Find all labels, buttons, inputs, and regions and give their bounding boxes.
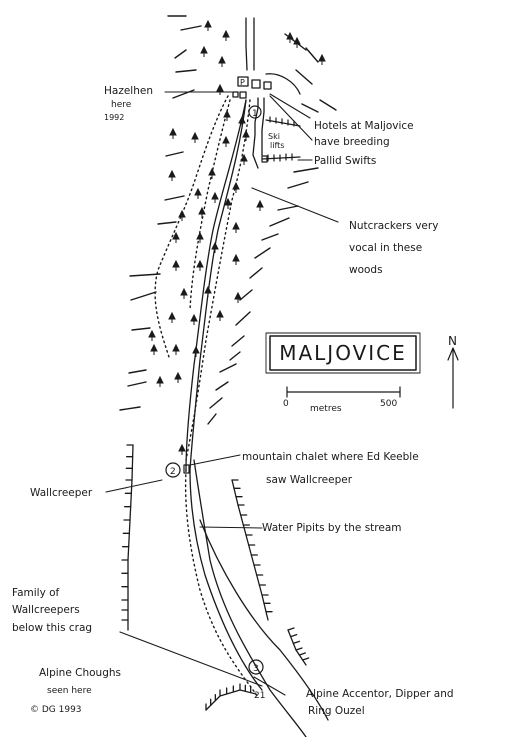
tree-icon xyxy=(204,19,212,31)
marker-3: 3 xyxy=(248,659,264,675)
marker-1: 1 xyxy=(248,105,262,119)
choughs-label-1: Alpine Choughs xyxy=(39,667,121,679)
hotels-label-3: Pallid Swifts xyxy=(314,155,376,167)
svg-text:2: 2 xyxy=(170,467,176,477)
nutcrackers-label-3: woods xyxy=(349,264,383,276)
title-box: MALJOVICE xyxy=(265,332,421,374)
tree-icon xyxy=(286,31,294,43)
tree-icon xyxy=(216,83,224,95)
crag-lines xyxy=(121,444,310,711)
tree-icon xyxy=(232,181,240,193)
tree-icon xyxy=(178,209,186,221)
chalet-label-1: mountain chalet where Ed Keeble xyxy=(242,451,419,463)
chalet-label-2: saw Wallcreeper xyxy=(266,474,353,486)
tree-icon xyxy=(148,329,156,341)
tree-icon xyxy=(222,135,230,147)
tree-icon xyxy=(191,131,199,143)
nutcrackers-label-2: vocal in these xyxy=(349,242,422,254)
footpaths xyxy=(154,95,259,699)
tree-icon xyxy=(216,309,224,321)
scale-end: 500 xyxy=(380,399,397,409)
tree-icon xyxy=(224,197,232,209)
tree-icon xyxy=(172,231,180,243)
tree-icon xyxy=(223,109,231,121)
family-label-3: below this crag xyxy=(12,622,92,634)
tree-icon xyxy=(172,343,180,355)
valley-lines xyxy=(185,99,329,737)
access-road xyxy=(245,17,255,71)
marker-2: 2 xyxy=(165,462,190,478)
tree-icon xyxy=(168,311,176,323)
scale-unit: metres xyxy=(310,404,342,414)
tree-icon xyxy=(172,259,180,271)
tree-icon xyxy=(169,127,177,139)
choughs-label-2: seen here xyxy=(47,686,92,696)
tree-icon xyxy=(240,153,248,165)
tree-icon xyxy=(194,187,202,199)
hazelhen-label-1: Hazelhen xyxy=(104,85,153,97)
page-number: 21 xyxy=(254,691,265,701)
map-title: MALJOVICE xyxy=(279,341,407,365)
tree-icon xyxy=(293,36,301,48)
ski-label-2: lifts xyxy=(270,141,284,150)
tree-icon xyxy=(190,313,198,325)
tree-icon xyxy=(232,253,240,265)
tree-icon xyxy=(200,45,208,57)
tree-icon xyxy=(218,55,226,67)
scale-start: 0 xyxy=(283,399,289,409)
tree-icon xyxy=(180,287,188,299)
tree-icon xyxy=(211,191,219,203)
tree-icon xyxy=(196,259,204,271)
hazelhen-label-3: 1992 xyxy=(104,113,124,122)
accentor-label-1: Alpine Accentor, Dipper and xyxy=(306,688,454,700)
tree-icon xyxy=(156,375,164,387)
wallcreeper-label: Wallcreeper xyxy=(30,487,93,499)
family-label-2: Wallcreepers xyxy=(12,604,80,616)
tree-icon xyxy=(168,169,176,181)
tree-symbols xyxy=(148,19,326,455)
hotels-label-1: Hotels at Maljovice xyxy=(314,120,414,132)
tree-icon xyxy=(178,443,186,455)
slope-hatching xyxy=(119,15,337,425)
tree-icon xyxy=(234,291,242,303)
tree-icon xyxy=(196,231,204,243)
tree-icon xyxy=(174,371,182,383)
tree-icon xyxy=(318,53,326,65)
ski-label-1: Ski xyxy=(268,132,280,141)
ski-lifts xyxy=(261,116,301,163)
hazelhen-label-2: here xyxy=(111,100,132,110)
north-arrow: N xyxy=(447,334,459,409)
svg-text:3: 3 xyxy=(253,664,259,674)
tree-icon xyxy=(222,29,230,41)
tree-icon xyxy=(232,221,240,233)
leader-lines xyxy=(105,91,339,696)
tree-icon xyxy=(256,199,264,211)
accentor-label-2: Ring Ouzel xyxy=(308,705,365,717)
scale-bar: 0 metres 500 xyxy=(283,386,401,414)
hotels-label-2: have breeding xyxy=(314,136,390,148)
svg-text:1: 1 xyxy=(252,109,258,119)
copyright: © DG 1993 xyxy=(30,705,82,715)
north-label: N xyxy=(448,334,457,348)
water-pipits-label: Water Pipits by the stream xyxy=(262,522,401,534)
nutcrackers-label-1: Nutcrackers very xyxy=(349,220,438,232)
tree-icon xyxy=(150,343,158,355)
svg-text:P: P xyxy=(240,78,245,87)
family-label-1: Family of xyxy=(12,587,60,599)
